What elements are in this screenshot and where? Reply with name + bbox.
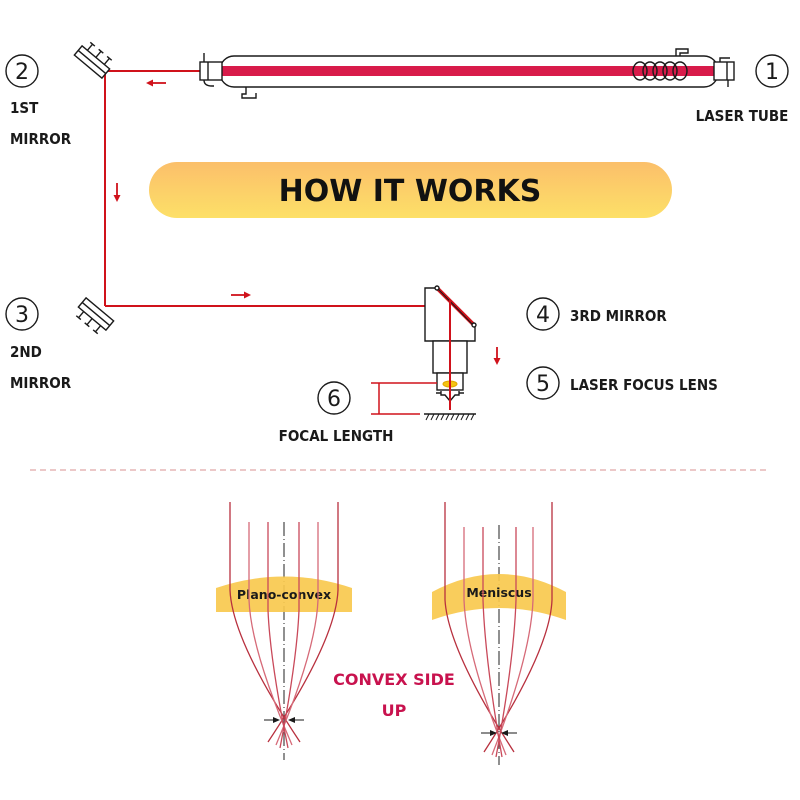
focus-point-arrows xyxy=(264,717,304,723)
label-3rd-mirror: 3RD MIRROR xyxy=(570,307,667,325)
focus-point-arrows xyxy=(481,730,517,736)
laser-head xyxy=(424,285,477,421)
lens-label-plano-convex: Plano-convex xyxy=(237,587,331,602)
beam-path xyxy=(104,70,451,410)
ray xyxy=(229,502,301,743)
arrow-left-icon xyxy=(146,79,166,87)
ray xyxy=(495,527,517,758)
badge-number: 1 xyxy=(765,60,779,85)
label-mirror: MIRROR xyxy=(10,374,72,392)
tube-end-cap-left xyxy=(199,61,223,81)
label-mirror: MIRROR xyxy=(10,130,72,148)
meniscus-diagram: Meniscus xyxy=(432,502,566,765)
callout-5: 5 LASER FOCUS LENS xyxy=(526,366,718,400)
ray xyxy=(463,527,507,756)
ray xyxy=(444,502,515,753)
convex-side-note: CONVEX SIDE UP xyxy=(333,670,455,720)
rays-plano-convex xyxy=(229,502,339,749)
page-title: HOW IT WORKS xyxy=(279,174,542,209)
mirror-1 xyxy=(73,41,113,80)
badge-number: 6 xyxy=(327,387,341,412)
callout-6: 6 FOCAL LENGTH xyxy=(279,381,394,445)
badge-number: 3 xyxy=(15,303,29,328)
ray xyxy=(491,527,534,756)
lens-label-meniscus: Meniscus xyxy=(466,585,531,600)
plano-convex-diagram: Plano-convex xyxy=(216,502,352,760)
arrow-down-icon xyxy=(113,183,121,202)
title-banner: HOW IT WORKS xyxy=(149,162,672,218)
direction-arrows xyxy=(113,79,501,365)
badge-number: 4 xyxy=(536,303,550,328)
callout-4: 4 3RD MIRROR xyxy=(526,297,667,331)
arrow-down-icon xyxy=(493,347,501,365)
callout-3: 3 2ND MIRROR xyxy=(5,297,72,392)
arrow-right-icon xyxy=(231,291,251,299)
label-1st: 1ST xyxy=(10,99,39,117)
note-line-1: CONVEX SIDE xyxy=(333,670,455,689)
callout-2: 2 1ST MIRROR xyxy=(5,54,72,148)
tube-water-outlet xyxy=(675,48,689,56)
label-laser-tube: LASER TUBE xyxy=(696,107,789,125)
badge-number: 5 xyxy=(536,372,550,397)
focal-length-marker xyxy=(371,382,437,415)
mirror-2 xyxy=(75,296,115,335)
label-focal-length: FOCAL LENGTH xyxy=(279,427,394,445)
note-line-2: UP xyxy=(382,701,407,720)
badge-number: 2 xyxy=(15,60,29,85)
workpiece-surface xyxy=(424,413,476,421)
laser-tube xyxy=(199,48,735,99)
ray xyxy=(483,502,553,753)
ray xyxy=(279,522,300,749)
ray xyxy=(267,502,339,743)
tube-coil xyxy=(632,61,688,81)
tube-core xyxy=(222,66,716,76)
tube-water-inlet xyxy=(241,87,257,99)
callout-1: 1 LASER TUBE xyxy=(696,54,789,125)
label-laser-focus-lens: LASER FOCUS LENS xyxy=(570,376,718,394)
ray xyxy=(248,522,293,746)
label-2nd: 2ND xyxy=(10,343,42,361)
tube-end-cap-right xyxy=(713,61,735,81)
rays-meniscus xyxy=(444,502,553,758)
ray xyxy=(267,522,289,749)
ray xyxy=(482,527,503,758)
